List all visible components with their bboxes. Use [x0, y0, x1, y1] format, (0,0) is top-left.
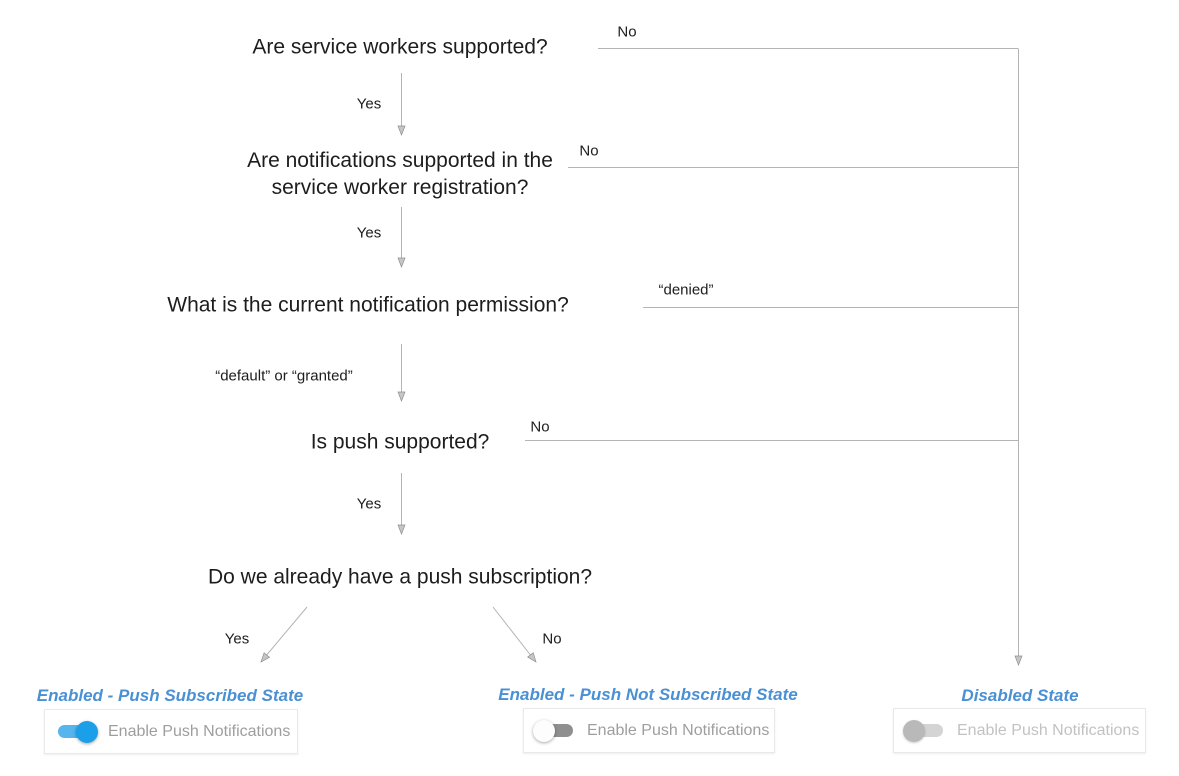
branch-label-q1-yes: Yes [356, 95, 382, 113]
arrowhead-icon [1014, 655, 1023, 666]
branch-label-q5-no: No [542, 630, 562, 648]
edge-q5-no [492, 606, 533, 658]
branch-label-q4-no: No [530, 418, 550, 436]
push-toggle-switch-disabled [903, 719, 947, 742]
push-toggle-card-not-subscribed: Enable Push Notifications [523, 708, 775, 753]
question-notification-permission: What is the current notification permiss… [167, 293, 569, 317]
toggle-label: Enable Push Notifications [108, 722, 291, 740]
toggle-knob [76, 720, 98, 743]
branch-label-q1-no: No [617, 23, 637, 41]
state-label-disabled: Disabled State [961, 686, 1079, 705]
arrowhead-icon [397, 125, 406, 136]
question-notifications-supported: Are notifications supported in the servi… [247, 149, 553, 199]
branch-label-q3-default-granted: “default” or “granted” [215, 367, 353, 385]
branch-label-q5-yes: Yes [224, 630, 250, 648]
push-toggle-card-disabled: Enable Push Notifications [893, 708, 1146, 753]
arrowhead-icon [397, 257, 406, 268]
toggle-knob [903, 719, 925, 742]
toggle-label: Enable Push Notifications [957, 721, 1140, 739]
question-push-subscription: Do we already have a push subscription? [207, 565, 593, 589]
branch-label-q2-no: No [579, 142, 599, 160]
push-toggle-card-subscribed: Enable Push Notifications [44, 709, 298, 754]
edge-q5-yes [264, 606, 308, 658]
arrowhead-icon [397, 524, 406, 535]
arrowhead-icon [397, 391, 406, 402]
branch-label-q4-yes: Yes [356, 495, 382, 513]
question-push-supported: Is push supported? [310, 430, 490, 454]
arrowhead-icon [527, 652, 537, 663]
push-toggle-switch-on[interactable] [54, 720, 98, 743]
state-label-subscribed: Enabled - Push Subscribed State [36, 686, 304, 705]
arrowhead-icon [260, 652, 271, 663]
toggle-label: Enable Push Notifications [587, 721, 770, 739]
question-service-workers: Are service workers supported? [252, 35, 548, 59]
state-label-not-subscribed: Enabled - Push Not Subscribed State [498, 685, 798, 704]
toggle-knob [533, 719, 555, 742]
branch-label-q2-yes: Yes [356, 224, 382, 242]
push-toggle-switch-off[interactable] [533, 719, 577, 742]
branch-label-q3-denied: “denied” [658, 281, 714, 299]
